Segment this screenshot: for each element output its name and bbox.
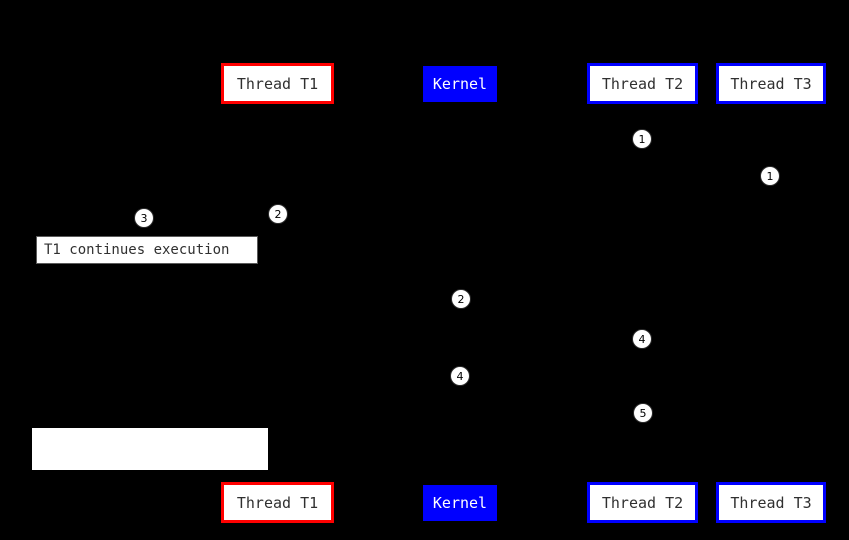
participant-bottom-thread-t3[interactable]: Thread T3 xyxy=(716,482,826,523)
step-marker-5: 5 xyxy=(633,403,653,423)
step-marker-4a: 4 xyxy=(632,329,652,349)
step-marker-3: 3 xyxy=(134,208,154,228)
participant-top-thread-t1[interactable]: Thread T1 xyxy=(221,63,334,104)
lifeline-thread-t2 xyxy=(642,104,643,482)
blank-white-block xyxy=(32,428,268,470)
participant-top-thread-t2[interactable]: Thread T2 xyxy=(587,63,698,104)
participant-top-kernel[interactable]: Kernel xyxy=(423,66,497,102)
participant-bottom-thread-t1[interactable]: Thread T1 xyxy=(221,482,334,523)
lifeline-thread-t1 xyxy=(277,104,278,482)
participant-top-thread-t3[interactable]: Thread T3 xyxy=(716,63,826,104)
step-marker-1a: 1 xyxy=(632,129,652,149)
step-marker-4b: 4 xyxy=(450,366,470,386)
note-t1-continues: T1 continues execution xyxy=(36,236,258,264)
participant-bottom-kernel[interactable]: Kernel xyxy=(423,485,497,521)
lifeline-thread-t3 xyxy=(771,104,772,482)
participant-bottom-thread-t2[interactable]: Thread T2 xyxy=(587,482,698,523)
step-marker-2a: 2 xyxy=(268,204,288,224)
step-marker-1b: 1 xyxy=(760,166,780,186)
step-marker-2b: 2 xyxy=(451,289,471,309)
